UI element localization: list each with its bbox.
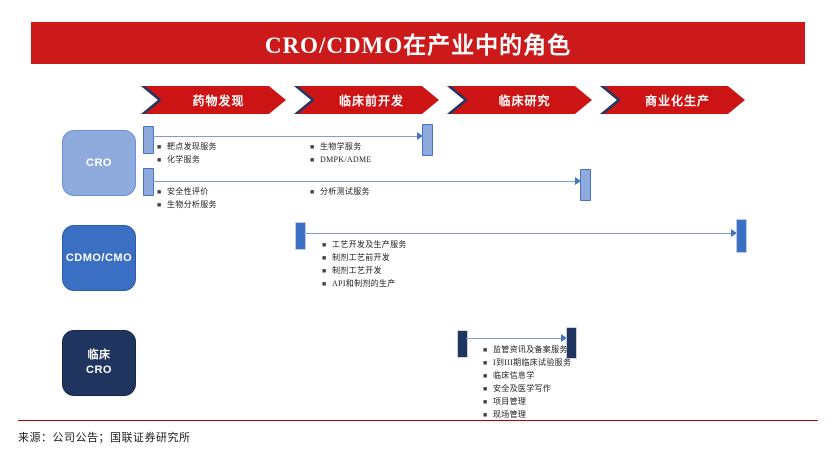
role-box-label-line2: CRO bbox=[86, 364, 112, 376]
row2-arrow-line bbox=[152, 181, 578, 182]
row1-arrow-head bbox=[417, 132, 423, 140]
role-box-clinical-cro[interactable]: 临床 CRO bbox=[62, 330, 136, 396]
source-note: 来源：公司公告；国联证券研究所 bbox=[18, 432, 191, 444]
bullet-dot-icon: ■ bbox=[310, 143, 315, 151]
row4-end-cap bbox=[566, 327, 577, 359]
bullet-dot-icon: ■ bbox=[157, 156, 162, 164]
stage-chevron-drug-discovery[interactable]: 药物发现 bbox=[141, 86, 286, 114]
bullet-text: 靶点发现服务 bbox=[167, 142, 217, 151]
bullet-group-cro-safety-right: ■ 分析测试服务 bbox=[310, 186, 370, 199]
list-item: ■ 制剂工艺开发 bbox=[322, 265, 407, 277]
role-box-cdmo-cmo[interactable]: CDMO/CMO bbox=[62, 225, 136, 291]
bullet-dot-icon: ■ bbox=[483, 385, 488, 393]
bullet-text: 监管资讯及备案服务 bbox=[493, 345, 568, 354]
list-item: ■ 临床信息学 bbox=[483, 370, 571, 382]
page-title: CRO/CDMO在产业中的角色 bbox=[264, 33, 572, 58]
bullet-group-cro-discovery-right: ■ 生物学服务 ■ DMPK/ADME bbox=[310, 141, 372, 167]
row3-start-cap bbox=[295, 222, 306, 250]
list-item: ■ API和制剂的生产 bbox=[322, 278, 407, 290]
row4-arrow-head bbox=[561, 334, 567, 342]
bullet-text: 生物学服务 bbox=[320, 142, 362, 151]
bullet-dot-icon: ■ bbox=[483, 346, 488, 354]
row3-arrow-head bbox=[731, 229, 737, 237]
bullet-text: 项目管理 bbox=[493, 397, 527, 406]
list-item: ■ 现场管理 bbox=[483, 409, 571, 421]
bullet-text: 工艺开发及生产服务 bbox=[332, 240, 407, 249]
chevron-shape bbox=[600, 86, 745, 114]
list-item: ■ 制剂工艺前开发 bbox=[322, 252, 407, 264]
bullet-dot-icon: ■ bbox=[310, 188, 315, 196]
bullet-text: 制剂工艺开发 bbox=[332, 266, 382, 275]
bullet-dot-icon: ■ bbox=[157, 201, 162, 209]
bullet-text: 分析测试服务 bbox=[320, 187, 370, 196]
bullet-dot-icon: ■ bbox=[483, 398, 488, 406]
list-item: ■ 工艺开发及生产服务 bbox=[322, 239, 407, 251]
bullet-text: 现场管理 bbox=[493, 410, 527, 419]
role-box-label-line1: 临床 bbox=[87, 349, 111, 362]
row2-start-cap bbox=[143, 168, 154, 196]
list-item: ■ 安全性评价 bbox=[157, 186, 217, 198]
list-item: ■ I到III期临床试验服务 bbox=[483, 357, 571, 369]
list-item: ■ 生物分析服务 bbox=[157, 199, 217, 211]
bullet-text: API和制剂的生产 bbox=[332, 279, 396, 288]
bullet-text: 化学服务 bbox=[167, 155, 201, 164]
bullet-group-cro-discovery-left: ■ 靶点发现服务 ■ 化学服务 bbox=[157, 141, 217, 167]
list-item: ■ DMPK/ADME bbox=[310, 154, 372, 166]
bullet-dot-icon: ■ bbox=[483, 411, 488, 419]
role-box-cro[interactable]: CRO bbox=[62, 130, 136, 196]
list-item: ■ 生物学服务 bbox=[310, 141, 372, 153]
chevron-shape bbox=[447, 86, 592, 114]
footer-divider bbox=[18, 420, 818, 421]
stage-label: 临床前开发 bbox=[338, 93, 404, 108]
bullet-dot-icon: ■ bbox=[483, 372, 488, 380]
list-item: ■ 化学服务 bbox=[157, 154, 217, 166]
bullet-dot-icon: ■ bbox=[322, 280, 327, 288]
chevron-shape bbox=[141, 86, 286, 114]
role-box-label: 临床 CRO bbox=[86, 348, 112, 378]
bullet-group-cro-safety-left: ■ 安全性评价 ■ 生物分析服务 bbox=[157, 186, 217, 212]
row1-arrow-line bbox=[152, 136, 420, 137]
list-item: ■ 监管资讯及备案服务 bbox=[483, 344, 571, 356]
stage-chevron-preclinical[interactable]: 临床前开发 bbox=[294, 86, 439, 114]
chevron-shape bbox=[294, 86, 439, 114]
stage-label: 商业化生产 bbox=[644, 93, 710, 108]
row2-arrow-head bbox=[575, 177, 581, 185]
bullet-dot-icon: ■ bbox=[157, 143, 162, 151]
bullet-dot-icon: ■ bbox=[322, 267, 327, 275]
row4-start-cap bbox=[457, 330, 468, 358]
bullet-text: 临床信息学 bbox=[493, 371, 535, 380]
row1-start-cap bbox=[143, 126, 154, 154]
stage-label: 临床研究 bbox=[498, 93, 551, 108]
stage-chevron-commercial-manufacturing[interactable]: 商业化生产 bbox=[600, 86, 745, 114]
bullet-text: 制剂工艺前开发 bbox=[332, 253, 391, 262]
bullet-text: 安全及医学写作 bbox=[493, 384, 552, 393]
row3-end-cap bbox=[736, 219, 747, 253]
row2-end-cap bbox=[580, 169, 591, 201]
row4-arrow-line bbox=[466, 338, 564, 339]
bullet-text: 安全性评价 bbox=[167, 187, 209, 196]
bullet-dot-icon: ■ bbox=[483, 359, 488, 367]
stage-chevron-clinical-research[interactable]: 临床研究 bbox=[447, 86, 592, 114]
bullet-text: I到III期临床试验服务 bbox=[493, 358, 572, 367]
row1-end-cap bbox=[422, 124, 433, 156]
bullet-dot-icon: ■ bbox=[157, 188, 162, 196]
bullet-text: 生物分析服务 bbox=[167, 200, 217, 209]
list-item: ■ 分析测试服务 bbox=[310, 186, 370, 198]
bullet-dot-icon: ■ bbox=[322, 241, 327, 249]
bullet-dot-icon: ■ bbox=[310, 156, 315, 164]
list-item: ■ 项目管理 bbox=[483, 396, 571, 408]
bullet-dot-icon: ■ bbox=[322, 254, 327, 262]
bullet-group-clinical-cro: ■ 监管资讯及备案服务 ■ I到III期临床试验服务 ■ 临床信息学 ■ 安全及… bbox=[483, 344, 571, 422]
bullet-text: DMPK/ADME bbox=[320, 155, 372, 164]
role-box-label: CDMO/CMO bbox=[65, 251, 133, 264]
slide-title-bar: CRO/CDMO在产业中的角色 bbox=[31, 22, 805, 64]
bullet-group-cdmo: ■ 工艺开发及生产服务 ■ 制剂工艺前开发 ■ 制剂工艺开发 ■ API和制剂的… bbox=[322, 239, 407, 291]
role-box-label: CRO bbox=[86, 156, 112, 169]
list-item: ■ 靶点发现服务 bbox=[157, 141, 217, 153]
stage-label: 药物发现 bbox=[192, 93, 245, 108]
list-item: ■ 安全及医学写作 bbox=[483, 383, 571, 395]
row3-arrow-line bbox=[304, 233, 734, 234]
